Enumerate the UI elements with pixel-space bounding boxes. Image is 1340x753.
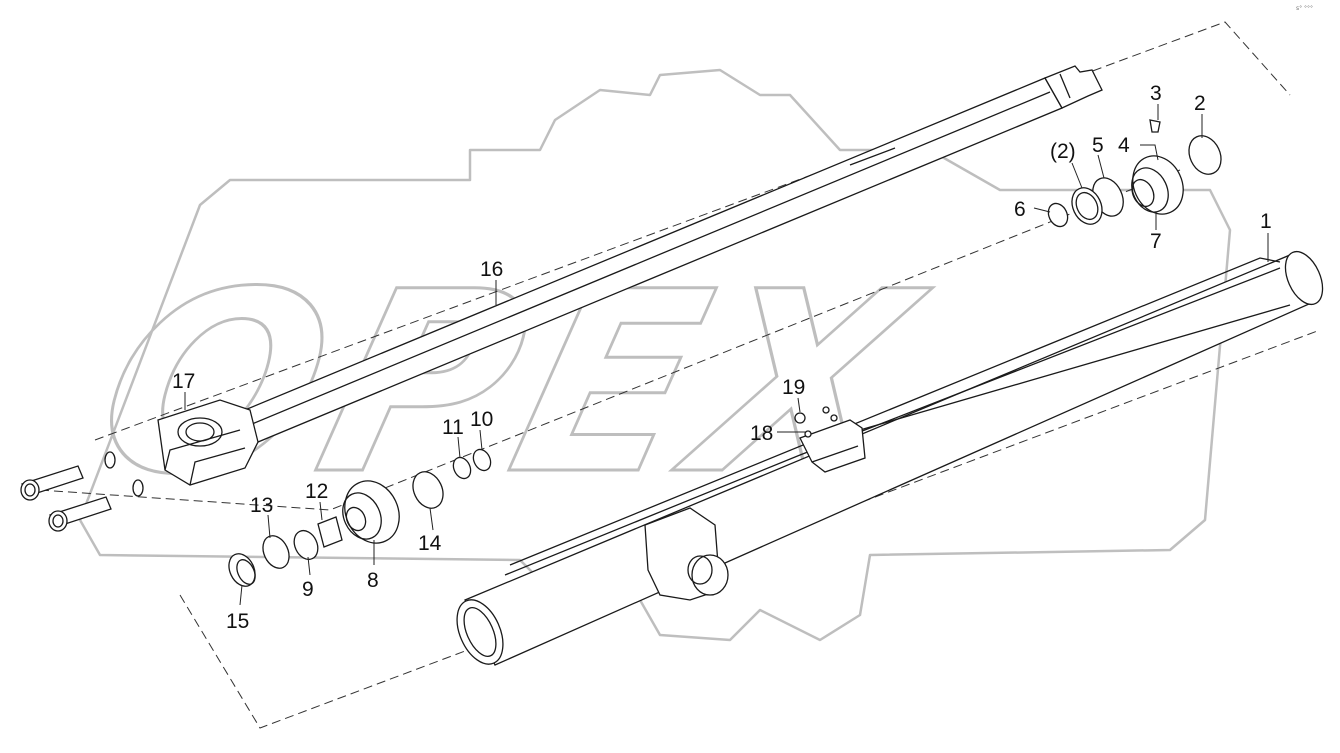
- part-labels: 1 2 3 4 5 (2) 6 7 16 17 19 18 11 10 12 1…: [172, 82, 1272, 633]
- label-part-16: 16: [480, 258, 503, 281]
- part-2b-seal: [1071, 187, 1103, 225]
- label-part-3: 3: [1150, 82, 1162, 105]
- label-part-13: 13: [250, 494, 273, 517]
- label-part-11: 11: [442, 416, 464, 439]
- gland-assembly: [1047, 119, 1222, 228]
- label-part-6: 6: [1014, 198, 1026, 221]
- axis-lower: [179, 329, 1321, 729]
- label-part-7: 7: [1150, 230, 1162, 253]
- parts-18-19-fittings: [794, 406, 838, 438]
- label-part-1: 1: [1260, 210, 1272, 233]
- label-part-2: 2: [1194, 92, 1206, 115]
- axis-upper: [94, 21, 1291, 441]
- part-11-ring: [452, 456, 472, 480]
- part-6-ring: [1047, 202, 1069, 228]
- label-part-19: 19: [782, 376, 805, 399]
- label-part-2b: (2): [1050, 140, 1076, 163]
- label-part-4: 4: [1118, 134, 1130, 157]
- label-part-5: 5: [1092, 134, 1104, 157]
- label-part-9: 9: [302, 578, 314, 601]
- part-17-rod-eye: [157, 399, 259, 486]
- label-part-14: 14: [418, 532, 442, 555]
- part-1-cylinder-barrel: [456, 250, 1324, 666]
- piston-assembly: [228, 448, 492, 587]
- part-14-ring: [412, 471, 444, 509]
- part-16-piston-rod: [239, 65, 1103, 443]
- bolts: [20, 451, 144, 532]
- label-part-8: 8: [367, 569, 379, 592]
- corner-mark: s° °°°: [1296, 5, 1313, 12]
- part-2-ring: [1188, 135, 1222, 175]
- leader-lines: [184, 104, 1269, 606]
- part-13-ring: [262, 535, 290, 569]
- assembly-axes: [39, 21, 1321, 729]
- part-12-bushing: [317, 516, 343, 548]
- label-part-17: 17: [172, 370, 195, 393]
- label-part-12: 12: [305, 480, 328, 503]
- label-part-10: 10: [470, 408, 493, 431]
- label-part-18: 18: [750, 422, 773, 445]
- part-7-gland: [1132, 155, 1184, 215]
- part-10-ring: [472, 448, 492, 472]
- axis-bolt-row: [39, 169, 1181, 511]
- part-9-seal: [293, 529, 319, 561]
- watermark-gear-outline: [78, 68, 1232, 642]
- label-part-15: 15: [226, 610, 249, 633]
